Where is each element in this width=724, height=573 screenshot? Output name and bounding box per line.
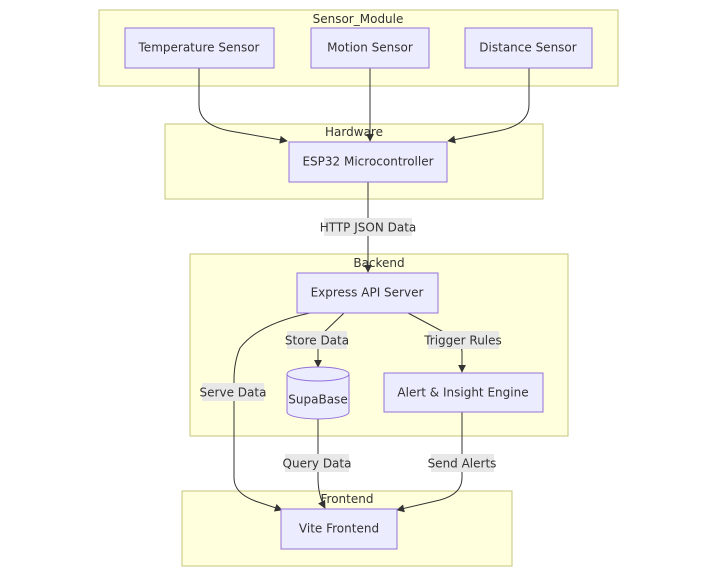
edge-distance-to-esp32 [447, 68, 530, 144]
node-alert-engine-label: Alert & Insight Engine [397, 386, 528, 400]
cluster-hardware-label: Hardware [325, 125, 383, 139]
edge-label-http-json: HTTP JSON Data [320, 218, 417, 236]
edge-label-store-data: Store Data [285, 331, 349, 349]
node-motion-sensor: Motion Sensor [310, 27, 430, 69]
node-distance-sensor: Distance Sensor [464, 27, 593, 69]
node-motion-sensor-label: Motion Sensor [327, 41, 413, 55]
edge-label-trigger-rules: Trigger Rules [423, 331, 502, 349]
edge-label-serve-data: Serve Data [200, 383, 267, 401]
cluster-sensor-module-label: Sensor_Module [313, 12, 404, 26]
node-esp32-label: ESP32 Microcontroller [302, 155, 433, 169]
node-esp32: ESP32 Microcontroller [288, 141, 448, 183]
edge-temperature-to-esp32 [198, 68, 288, 144]
node-supabase-label: SupaBase [288, 393, 347, 407]
edge-alert-to-frontend [396, 412, 463, 513]
node-temperature-sensor-label: Temperature Sensor [138, 41, 260, 55]
node-vite-frontend: Vite Frontend [280, 508, 398, 550]
edge-label-send-alerts-text: Send Alerts [428, 457, 497, 471]
edge-label-send-alerts: Send Alerts [428, 454, 497, 472]
edge-label-serve-data-text: Serve Data [200, 386, 267, 400]
edge-express-to-frontend [233, 312, 311, 512]
edge-supabase-to-frontend [317, 417, 326, 509]
edge-label-query-data-text: Query Data [283, 457, 352, 471]
node-vite-frontend-label: Vite Frontend [299, 522, 379, 536]
edge-label-store-data-text: Store Data [285, 334, 349, 348]
node-express-api-label: Express API Server [311, 286, 424, 300]
edge-label-http-json-text: HTTP JSON Data [320, 221, 417, 235]
cluster-backend-label: Backend [353, 256, 404, 270]
node-supabase: SupaBase [286, 366, 350, 420]
edge-label-query-data: Query Data [283, 454, 352, 472]
edge-label-trigger-rules-text: Trigger Rules [423, 334, 502, 348]
node-alert-engine: Alert & Insight Engine [383, 372, 544, 413]
node-temperature-sensor: Temperature Sensor [124, 27, 275, 69]
node-distance-sensor-label: Distance Sensor [479, 41, 576, 55]
node-express-api: Express API Server [296, 272, 439, 314]
cluster-frontend-label: Frontend [321, 492, 374, 506]
cluster-hardware: Hardware [164, 123, 544, 200]
